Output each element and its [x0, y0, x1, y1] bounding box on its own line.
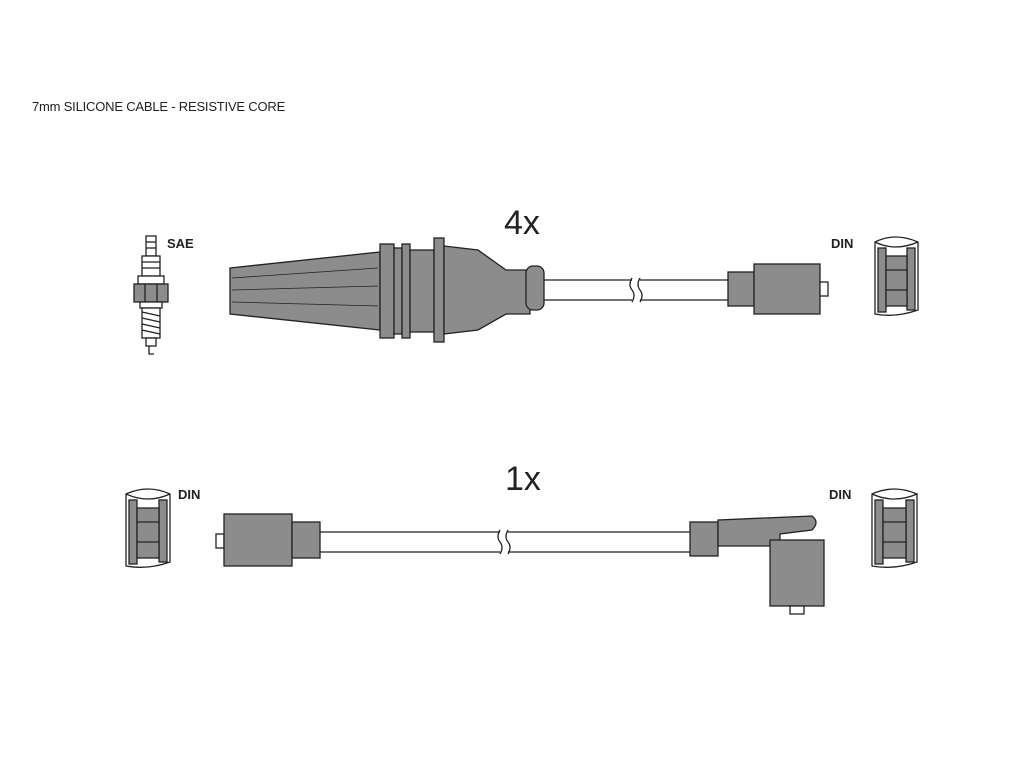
quantity-label-set-1: 4x [504, 204, 540, 242]
spark-plug-icon [133, 235, 169, 355]
connector-label-din-bottom-right: DIN [829, 487, 852, 502]
connector-label-sae: SAE [167, 236, 194, 251]
din-socket-icon [871, 488, 918, 568]
connector-label-din-bottom-left: DIN [178, 487, 201, 502]
din-socket-icon [874, 236, 919, 316]
quantity-label-set-2: 1x [505, 460, 541, 498]
coil-terminal-icon [215, 513, 321, 567]
cable-spec-heading: 7mm SILICONE CABLE - RESISTIVE CORE [32, 99, 286, 114]
angled-terminal-icon [689, 515, 825, 615]
connector-label-din-top-right: DIN [831, 236, 854, 251]
bottom-cable-wire [320, 529, 690, 555]
top-cable-wire [544, 277, 728, 303]
din-socket-icon [125, 488, 171, 568]
distributor-terminal-icon [727, 263, 829, 315]
spark-plug-boot-icon [229, 237, 545, 343]
